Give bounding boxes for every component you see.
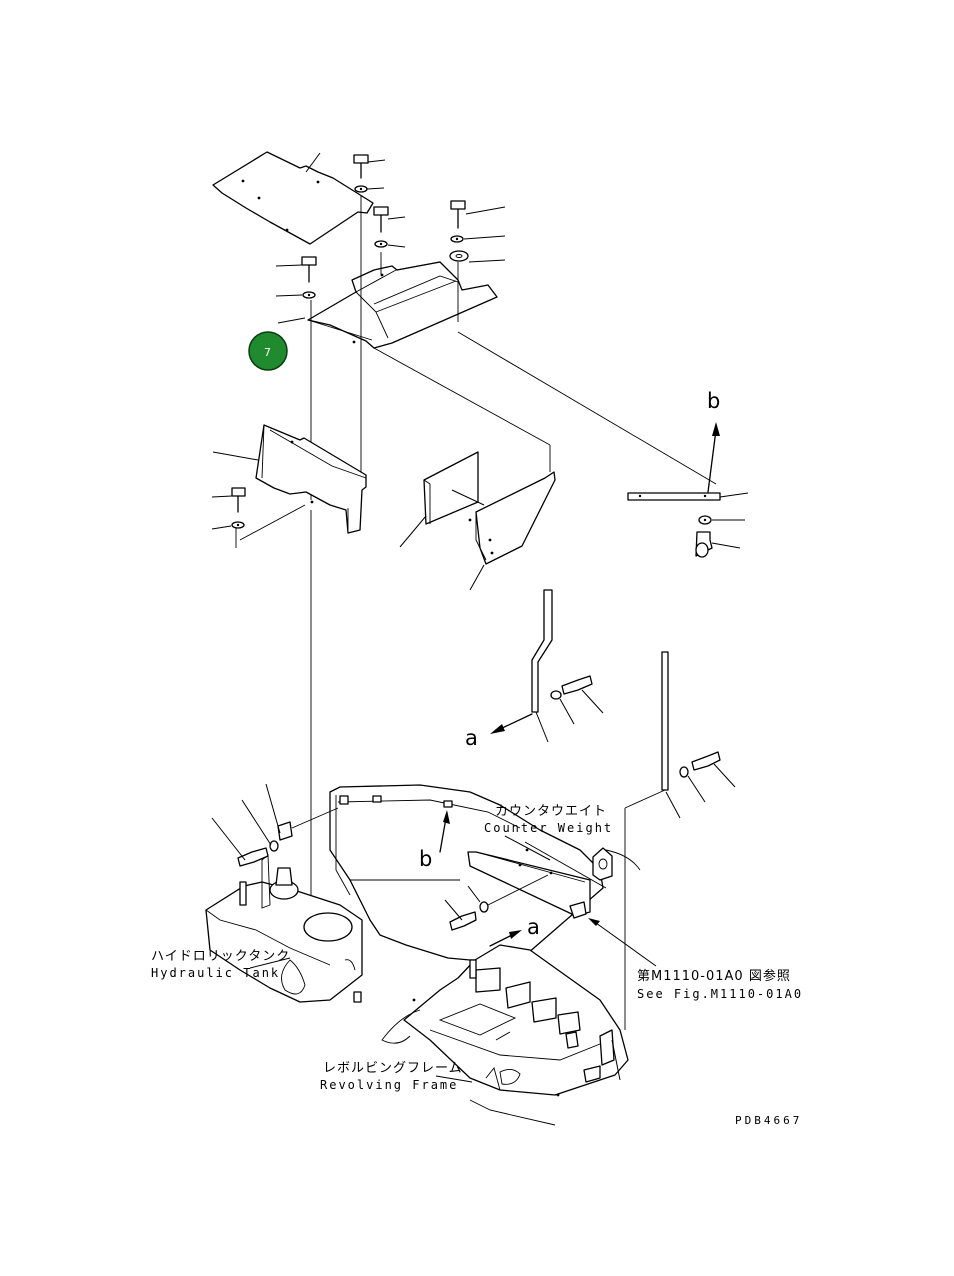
see-fig-leader xyxy=(588,918,657,967)
revolving-frame-label: Revolving Frame xyxy=(320,1078,458,1092)
see-fig-label-jp: 第M1110-01A0 図参照 xyxy=(637,968,791,984)
bolt-icon xyxy=(275,256,317,283)
stay-rod-left xyxy=(531,589,553,743)
hydraulic-tank xyxy=(205,854,363,1003)
badge-number: 7 xyxy=(264,346,271,359)
rubber-mount-icon xyxy=(449,250,506,263)
hydraulic-tank-label: Hydraulic Tank xyxy=(151,966,280,980)
stay-rod-right xyxy=(661,651,681,819)
counterweight-body xyxy=(329,784,604,961)
bolt-icon xyxy=(444,899,477,931)
ref-letter-b: b xyxy=(707,389,720,413)
see-fig-label: See Fig.M1110-01A0 xyxy=(637,987,803,1001)
counter-weight-label-jp: カウンタウエイト xyxy=(495,804,607,819)
washer-icon xyxy=(550,690,575,725)
washer-icon xyxy=(450,235,506,243)
bolt-icon xyxy=(450,200,506,229)
tank-bracket-clamp xyxy=(211,783,339,867)
bolt-icon xyxy=(211,487,246,513)
center-cover-bracket xyxy=(277,261,498,349)
ref-letter-a-lower: a xyxy=(527,915,540,939)
bolt-icon xyxy=(353,154,386,179)
washer-icon xyxy=(374,240,406,248)
hydraulic-tank-label-jp: ハイドロリックタンク xyxy=(151,949,290,964)
bolt-icon xyxy=(373,206,406,233)
side-cover-plate xyxy=(468,471,556,591)
bolt-icon xyxy=(695,531,741,558)
drawing-code: PDB4667 xyxy=(735,1114,802,1127)
stay-bar xyxy=(627,492,749,501)
washer-icon xyxy=(467,874,549,913)
ref-letter-b-lower: b xyxy=(419,847,432,871)
left-support-bracket xyxy=(212,424,367,534)
washer-icon xyxy=(275,291,316,299)
arrow-to-a xyxy=(490,713,533,734)
assembly-guide-lines xyxy=(235,196,717,900)
ref-letter-a: a xyxy=(465,726,478,750)
washer-icon xyxy=(698,515,745,525)
washer-icon xyxy=(679,766,706,803)
revolving-frame xyxy=(381,944,629,1126)
revolving-frame-label-jp: レボルビングフレーム xyxy=(323,1061,463,1076)
washer-icon xyxy=(211,521,245,530)
bolt-icon xyxy=(691,751,736,788)
frame-lug xyxy=(469,959,621,1081)
top-cover-plate xyxy=(212,151,374,245)
bolt-icon xyxy=(561,675,604,714)
side-cover-pad xyxy=(399,451,485,548)
arrow-to-a xyxy=(489,930,522,947)
washer-icon xyxy=(354,185,385,193)
item-number-badge[interactable]: 7 xyxy=(248,331,288,371)
arrow-to-b xyxy=(707,422,720,493)
arrow-to-b xyxy=(439,810,450,853)
counterweight-lug xyxy=(592,847,641,881)
counter-weight-label: Counter Weight xyxy=(484,821,613,835)
